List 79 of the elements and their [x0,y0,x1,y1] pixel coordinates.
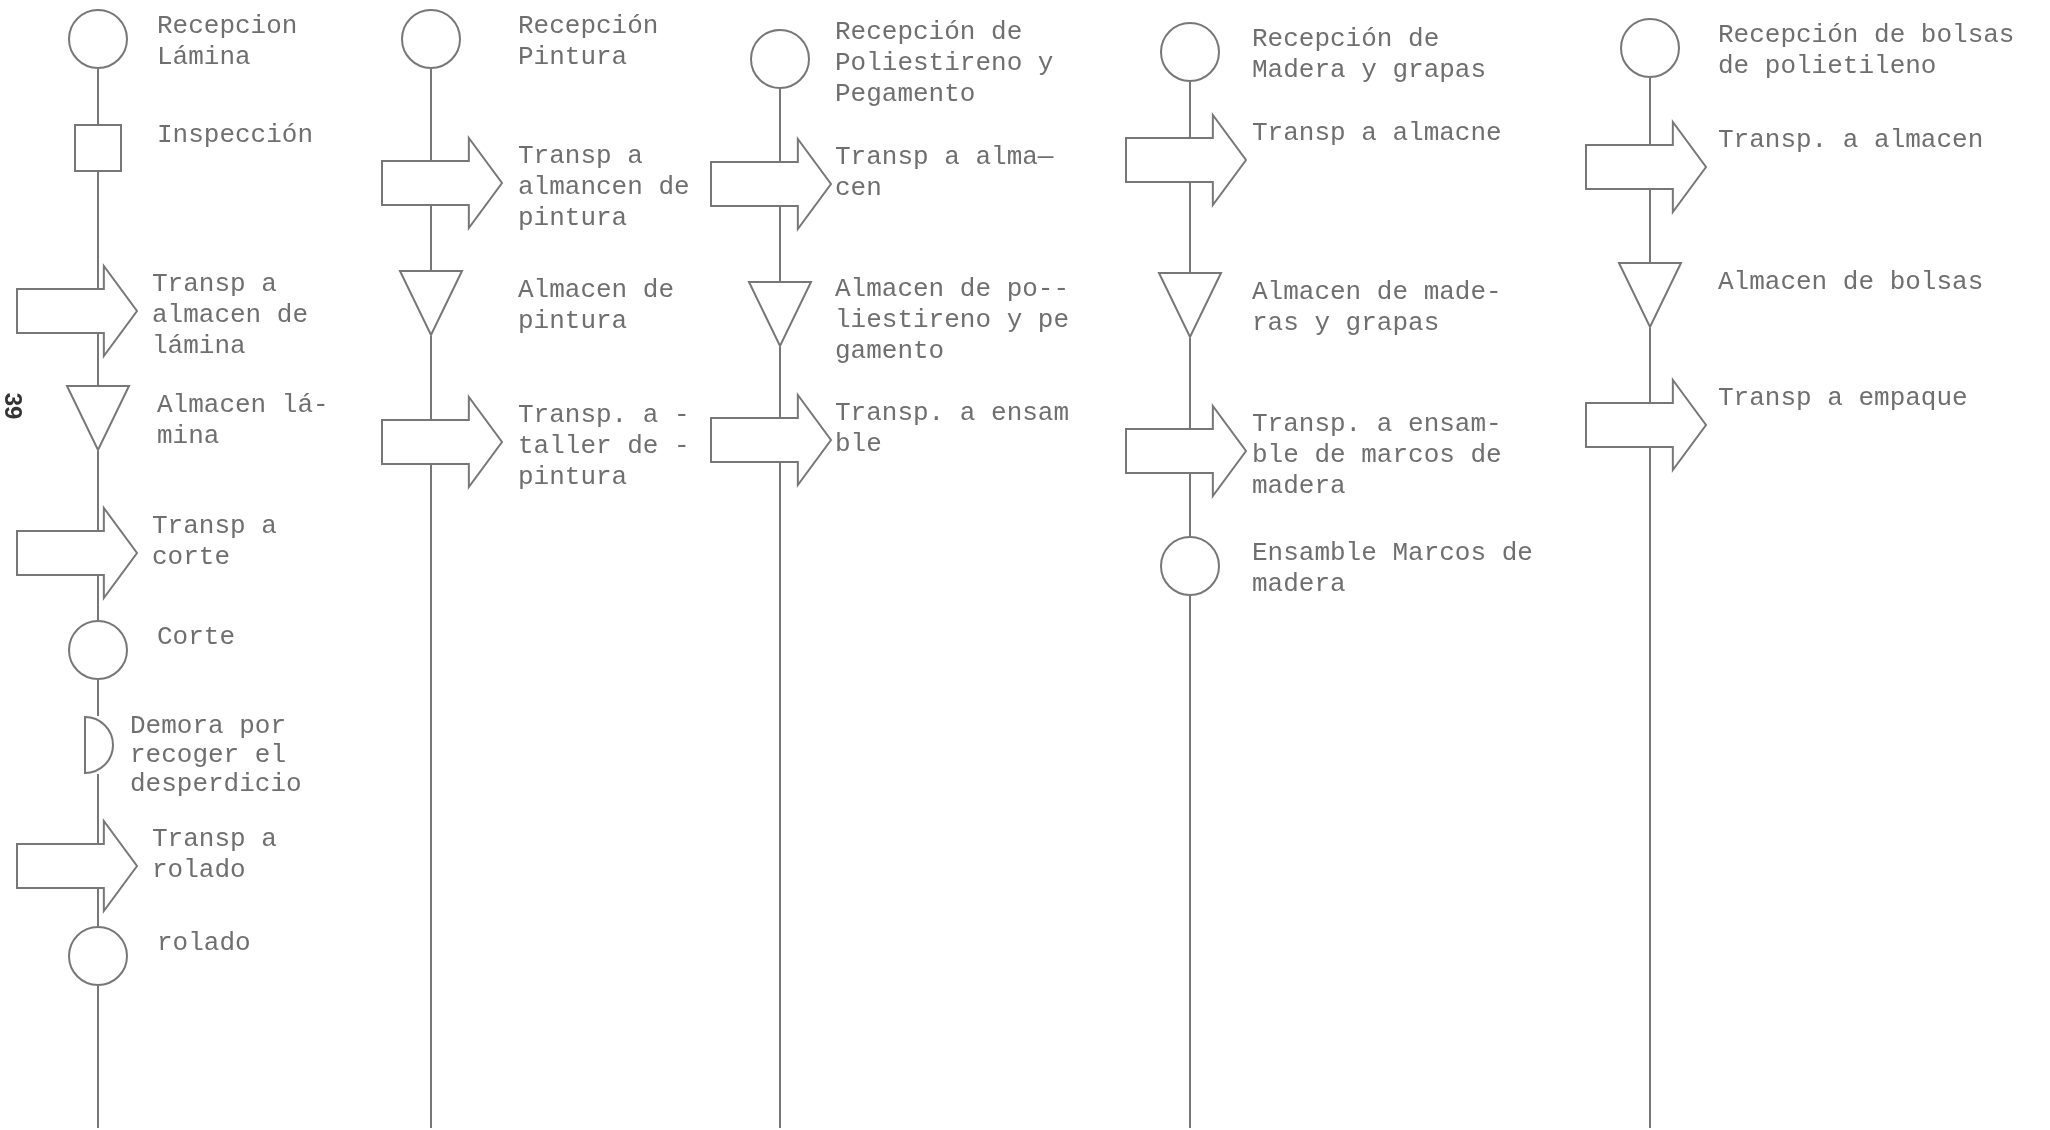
flow-line [430,204,432,271]
step-label: Almacen lá- mina [157,390,330,452]
operation-circle [1160,22,1220,82]
step-label: Transp a rolado [152,824,278,886]
transport-symbol [16,265,138,357]
step-label: Demora por recoger el desperdicio [130,712,303,799]
transport-symbol [710,138,832,230]
transport-symbol [381,396,503,488]
step-label: Transp a empaque [1718,383,1969,414]
flow-line [1189,337,1191,430]
step-label: rolado [157,928,252,959]
step-label: Transp a almacen de lámina [152,269,310,362]
step-label: Recepción de bolsas de polietileno [1718,20,2016,82]
flow-line [779,461,781,1129]
transport-symbol [1585,379,1707,471]
operation-circle [68,9,128,69]
step-label: Transp. a ensam ble [835,398,1071,460]
flow-line [97,68,99,125]
step-label: Almacen de po-- liestireno y pe gamento [835,274,1071,367]
step-label: Transp. a almacen [1718,125,1985,156]
flow-line [1189,81,1191,139]
flow-line [97,332,99,386]
flow-line [430,68,432,162]
transport-symbol [1125,114,1247,206]
flow-line [1189,472,1191,537]
flow-line [97,887,99,927]
flow-line [1649,77,1651,146]
flow-line [430,463,432,1129]
delay-symbol [84,716,114,774]
step-label: Transp a almacne [1252,118,1503,149]
step-label: Transp a almancen de pintura [518,141,691,234]
step-label: Recepción de Madera y grapas [1252,24,1488,86]
step-label: Recepcion Lámina [157,11,299,73]
storage-triangle [1618,262,1682,328]
transport-symbol [1125,405,1247,497]
step-label: Transp. a - taller de - pintura [518,400,691,493]
transport-symbol [1585,121,1707,213]
flow-line [97,985,99,1129]
storage-triangle [399,270,463,336]
step-label: Almacen de bolsas [1718,267,1985,298]
step-label: Almacen de pintura [518,275,676,337]
flow-line [97,171,99,290]
step-label: Transp a alma— cen [835,142,1055,204]
transport-symbol [16,820,138,912]
flow-line [1189,595,1191,1129]
storage-triangle [66,385,130,451]
step-label: Recepción Pintura [518,11,660,73]
storage-triangle [748,281,812,347]
flow-line [1189,181,1191,273]
transport-symbol [710,394,832,486]
inspection-square [74,124,122,172]
step-label: Almacen de made- ras y grapas [1252,277,1503,339]
flow-line [430,335,432,421]
step-label: Transp a corte [152,511,278,573]
flow-line [97,679,99,717]
operation-circle [1620,18,1680,78]
step-label: Corte [157,622,236,653]
operation-circle [1160,536,1220,596]
operation-circle [750,29,810,89]
transport-symbol [16,507,138,599]
page-number: 39 [0,392,28,420]
flow-line [779,346,781,419]
flow-line [97,450,99,532]
flow-line [779,205,781,282]
flow-line [1649,446,1651,1129]
step-label: Transp. a ensam- ble de marcos de madera [1252,409,1503,502]
storage-triangle [1158,272,1222,338]
operation-circle [401,9,461,69]
flow-line [1649,327,1651,404]
step-label: Inspección [157,120,315,151]
step-label: Ensamble Marcos de madera [1252,538,1534,600]
flow-line [1649,188,1651,263]
transport-symbol [381,137,503,229]
step-label: Recepción de Poliestireno y Pegamento [835,17,1055,110]
flow-line [779,88,781,163]
flow-line [97,574,99,621]
flow-line [97,773,99,845]
operation-circle [68,620,128,680]
operation-circle [68,926,128,986]
